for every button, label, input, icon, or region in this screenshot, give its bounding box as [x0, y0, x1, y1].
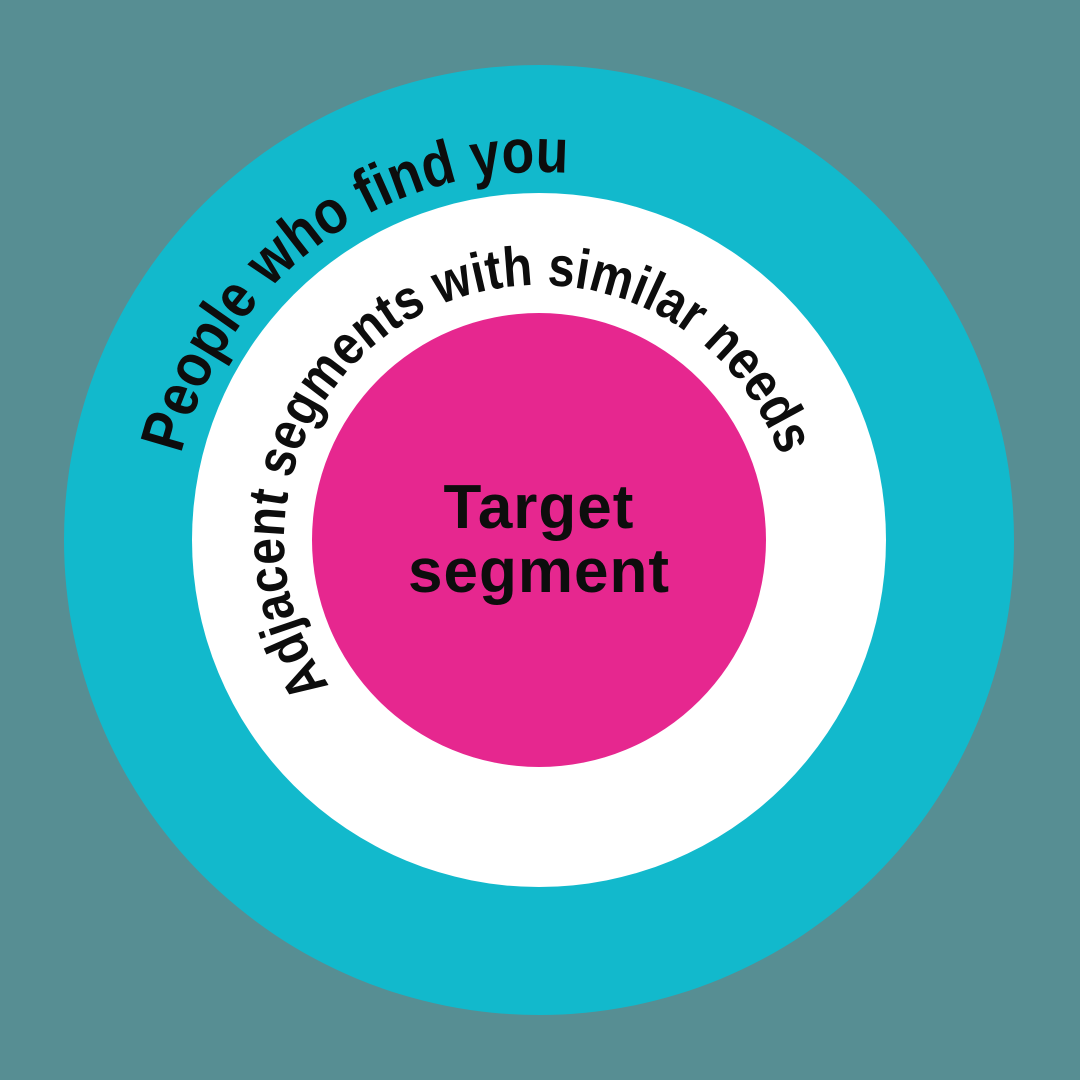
center-label-line-1: Target — [444, 473, 635, 542]
center-circle — [312, 313, 766, 767]
center-label-line-2: segment — [408, 537, 670, 606]
